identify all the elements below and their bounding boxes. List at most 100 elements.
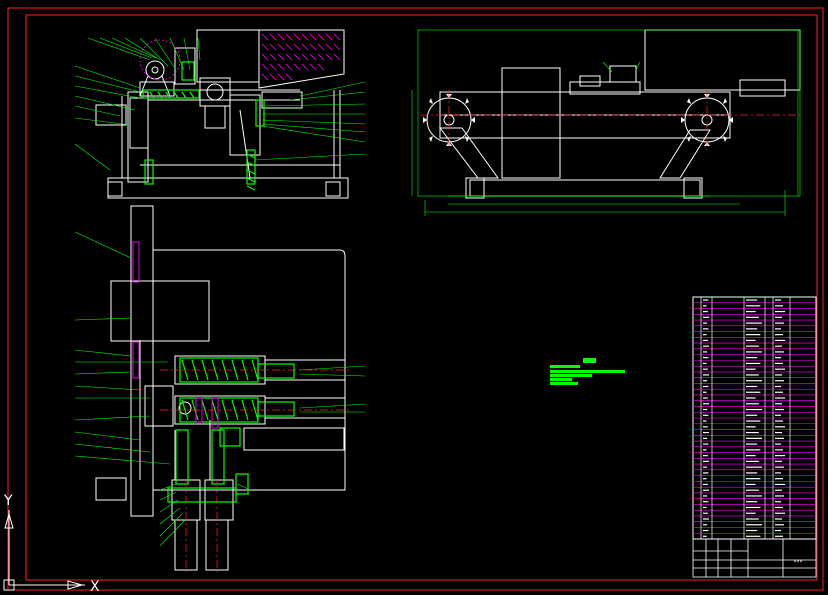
front-view-green-parts — [142, 61, 265, 191]
bom-cell-mark — [775, 512, 785, 514]
bom-cell-mark — [703, 501, 709, 503]
bom-cell-mark — [703, 414, 709, 416]
side-view-dimensions — [411, 29, 801, 216]
bom-cell-mark — [775, 299, 781, 301]
bom-cell-mark — [775, 345, 782, 347]
bom-cell-mark — [703, 397, 708, 399]
bom-cell-mark — [775, 368, 785, 370]
bom-cell-mark — [746, 351, 762, 353]
bom-cell-mark — [775, 397, 785, 399]
bom-cell-mark — [746, 357, 758, 359]
bom-cell-mark — [703, 310, 708, 313]
bom-cell-mark — [703, 391, 707, 393]
bom-cell-mark — [703, 524, 708, 526]
bom-cell-mark — [746, 391, 761, 393]
bom-cell-mark — [746, 339, 756, 341]
bom-cell-mark — [775, 501, 781, 503]
bom-cell-mark — [703, 368, 708, 370]
bill-of-materials-table — [692, 296, 817, 540]
bom-cell-mark — [746, 472, 758, 474]
bom-cell-mark — [746, 437, 762, 439]
bom-cell-mark — [703, 535, 707, 537]
bom-cell-mark — [746, 501, 758, 503]
bom-cell-mark — [703, 437, 708, 439]
bom-cell-mark — [775, 305, 783, 307]
bom-cell-mark — [746, 299, 758, 301]
bom-cell-mark — [746, 426, 756, 428]
bom-cell-mark — [703, 374, 709, 376]
front-view — [95, 29, 349, 199]
bom-cell-mark — [703, 299, 709, 301]
bom-cell-mark — [703, 466, 708, 468]
bom-cell-mark — [746, 374, 759, 376]
bom-cell-mark — [775, 455, 785, 457]
bom-cell-mark — [775, 535, 783, 537]
bom-cell-mark — [775, 466, 784, 468]
bom-cell-mark — [746, 403, 759, 405]
plan-view-centerline — [160, 369, 350, 572]
plan-view-hatch — [132, 241, 219, 429]
bom-cell-mark — [775, 460, 782, 462]
bom-cell-mark — [746, 483, 756, 486]
bom-cell-mark — [703, 529, 709, 532]
bom-cell-mark — [746, 397, 756, 399]
bom-cell-mark — [746, 328, 758, 330]
bom-cell-mark — [703, 506, 707, 509]
plan-view-leaders — [74, 231, 366, 547]
bom-cell-mark — [775, 483, 785, 486]
bom-cell-mark — [775, 385, 781, 388]
outer-drawing-frame — [7, 7, 824, 591]
bom-cell-mark — [746, 316, 759, 318]
bom-cell-mark — [746, 305, 761, 307]
bom-cell-mark — [703, 305, 707, 307]
bom-cell-mark — [775, 431, 782, 434]
bom-cell-mark — [703, 385, 709, 388]
bom-cell-mark — [746, 408, 762, 411]
bom-cell-mark — [775, 403, 782, 405]
bom-cell-mark — [703, 357, 709, 359]
bom-cell-mark — [775, 420, 783, 422]
bom-cell-mark — [703, 403, 709, 405]
bom-cell-mark — [775, 495, 784, 497]
bom-cell-mark — [746, 420, 761, 422]
bom-cell-mark — [746, 345, 759, 347]
bom-cell-mark — [775, 316, 782, 318]
bom-cell-mark — [703, 345, 709, 347]
bom-cell-mark — [775, 489, 782, 491]
bom-cell-mark — [746, 368, 756, 370]
bom-cell-mark — [775, 478, 783, 480]
bom-cell-mark — [775, 518, 782, 520]
bom-cell-mark — [775, 449, 783, 451]
bom-cell-mark — [703, 339, 708, 341]
bom-cell-mark — [703, 512, 708, 514]
bom-cell-mark — [775, 506, 783, 509]
bom-cell-mark — [703, 472, 709, 474]
bom-cell-mark — [775, 339, 785, 341]
bom-cell-mark — [746, 524, 762, 526]
side-view — [426, 29, 801, 199]
bom-cell-mark — [746, 334, 761, 336]
bom-cell-mark — [703, 460, 709, 462]
bom-cell-mark — [703, 455, 708, 457]
bom-cell-mark — [746, 518, 759, 520]
bom-cell-mark — [703, 518, 709, 520]
bom-cell-mark — [775, 408, 784, 411]
bom-cell-mark — [775, 529, 781, 532]
bom-cell-mark — [746, 478, 761, 480]
bom-cell-mark — [703, 483, 708, 486]
bom-cell-mark — [746, 495, 762, 497]
bom-cell-mark — [703, 489, 709, 491]
bom-cell-mark — [775, 310, 785, 313]
bom-cell-mark — [746, 310, 756, 313]
bom-cell-mark — [775, 380, 784, 382]
bom-cell-mark — [703, 443, 709, 445]
bom-cell-mark — [703, 362, 707, 365]
bom-cell-mark — [703, 408, 708, 411]
bom-cell-mark — [746, 380, 762, 382]
inner-drawing-frame — [25, 14, 818, 581]
bom-cell-mark — [746, 385, 758, 388]
bom-cell-mark — [703, 426, 708, 428]
bom-cell-mark — [746, 529, 758, 532]
bom-cell-mark — [703, 495, 708, 497]
